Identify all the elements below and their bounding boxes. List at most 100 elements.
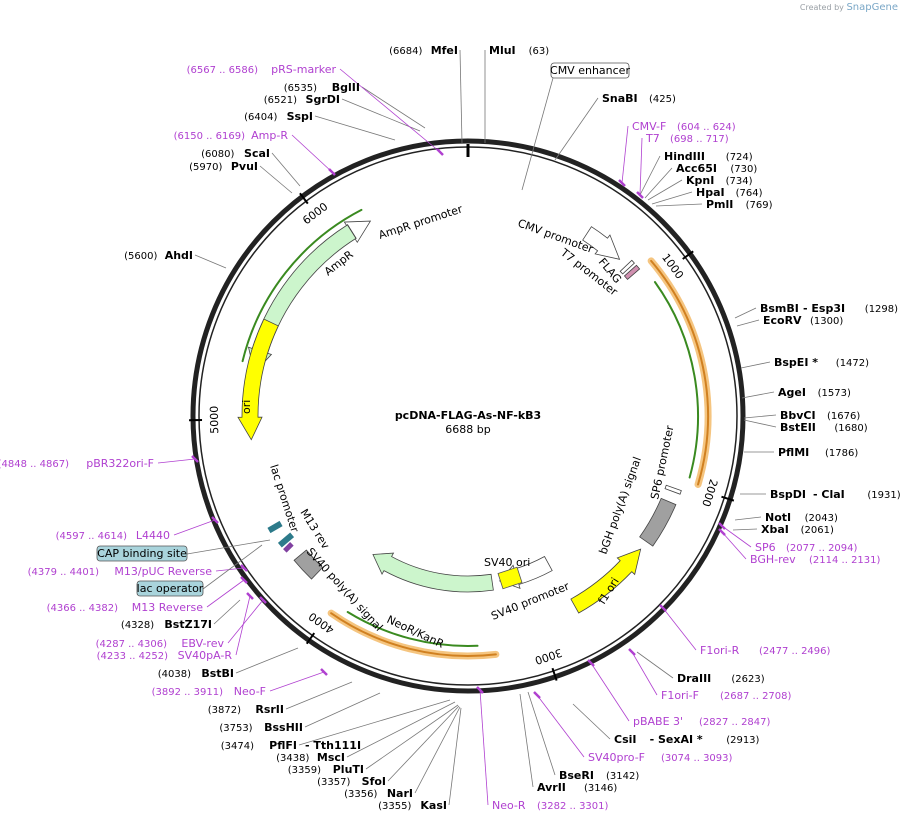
site-label-bbvci: BbvCI [780,409,816,422]
site-position: (1786) [825,448,858,459]
site-label-kpni: KpnI [686,174,714,187]
primer-site-mark [436,148,444,156]
leader-line [448,707,462,806]
site-label-csii: CsiI [614,733,636,746]
primer-site-mark [328,168,336,176]
site-position: (6535) [284,83,317,94]
primer-site-mark [587,659,595,667]
primer-label-neo-r: Neo-R [492,799,526,812]
feature-ori [237,318,279,441]
tick-mark [551,667,558,681]
leader-line [521,77,554,191]
leader-line [740,361,771,369]
primer-site-mark [320,668,328,676]
leader-line [259,165,293,194]
leader-line [734,516,762,521]
leader-line [414,706,461,794]
site-label-second: - Tth111I [305,739,361,752]
leader-line [157,458,196,464]
site-label-bglii: BglII [332,81,360,94]
primer-site-mark [718,528,726,536]
m13-rev-mark [283,542,294,553]
primer-label-sp6: SP6 [755,541,776,554]
primer-position: (2077 .. 2094) [786,543,858,554]
boxed-label-lac-operator: lac operator [136,580,204,597]
leader-line [519,693,534,788]
site-label-sfoi: SfoI [362,775,386,788]
primer-site-mark [259,596,267,604]
leader-line [572,703,611,740]
feature-label-ori: ori [240,400,253,414]
site-label-noti: NotI [765,511,791,524]
site-label-pflfi: PflFI [269,739,297,752]
site-label-pflmi: PflMI [778,446,809,459]
site-label-draiii: DraIII [677,672,711,685]
leaders-group [157,49,777,806]
feature-label-m13-rev: M13 rev [297,507,332,552]
leader-line [206,579,245,608]
sv40-ori-box [497,566,523,590]
site-position: (4038) [158,669,191,680]
feature-neor-kanr [372,552,494,593]
leader-line [554,97,599,161]
site-label-pluti: PluTI [333,763,364,776]
cap-site-mark [277,532,295,548]
primer-position: (604 .. 624) [677,122,736,133]
site-position: (3359) [288,765,321,776]
site-position: (730) [730,164,757,175]
primer-position: (3282 .. 3301) [537,801,609,812]
primer-label-ebv-rev: EBV-rev [181,637,224,650]
svg-text:CMV enhancer: CMV enhancer [550,64,630,77]
primer-label-prs-marker: pRS-marker [271,63,336,76]
site-position: (3357) [317,777,350,788]
site-label-ahdi: AhdI [165,249,193,262]
tick-mark [299,192,309,205]
site-position: (1472) [836,358,869,369]
site-label-acc65i: Acc65I [676,162,717,175]
site-position: (3142) [606,771,639,782]
leader-line [721,531,747,560]
primer-site-mark [618,179,626,187]
primer-position: (4233 .. 4252) [97,651,169,662]
site-position: (734) [726,176,753,187]
feature-bgh-poly-a-signal [639,497,677,547]
site-label-second: - Esp3I [803,302,845,315]
site-position: (764) [736,188,763,199]
site-label-second: - SexAI * [650,733,703,746]
leader-line [346,701,456,758]
feature-label-cmv-promoter: CMV promoter [516,217,595,256]
leader-line [298,699,451,746]
leader-line [314,115,396,141]
site-position: (2043) [805,513,838,524]
primer-label-t7: T7 [645,132,660,145]
site-position: (63) [529,46,550,57]
feature-sv40-poly-a-signal [293,549,324,580]
site-label-sgrdi: SgrDI [306,93,340,106]
leader-line [269,671,325,692]
site-label-second: - ClaI [813,488,845,501]
leader-line [527,691,556,776]
leader-line [721,525,752,548]
tick-label: 3000 [533,646,564,667]
primer-site-mark [533,691,541,699]
site-position: (1300) [810,316,843,327]
leader-line [361,86,426,129]
leader-line [743,414,777,419]
primer-label-m13-puc-reverse: M13/pUC Reverse [114,565,212,578]
primer-site-mark [476,686,484,694]
leader-line [662,607,697,651]
lac-operator-mark [267,520,283,534]
site-position: (3474) [221,741,254,752]
site-label-pvui: PvuI [231,160,258,173]
feature-f1-ori [570,548,642,614]
leader-line [215,567,245,572]
leader-line [647,179,683,201]
tick-label: 6000 [300,200,330,227]
primer-site-mark [246,592,254,600]
primer-label-neo-f: Neo-F [234,685,266,698]
primer-position: (4379 .. 4401) [28,567,100,578]
site-label-bsmbi: BsmBI [760,302,799,315]
site-position: (769) [746,200,773,211]
feature-label-lac-promoter: lac promoter [267,463,301,534]
site-position: (3438) [276,753,309,764]
